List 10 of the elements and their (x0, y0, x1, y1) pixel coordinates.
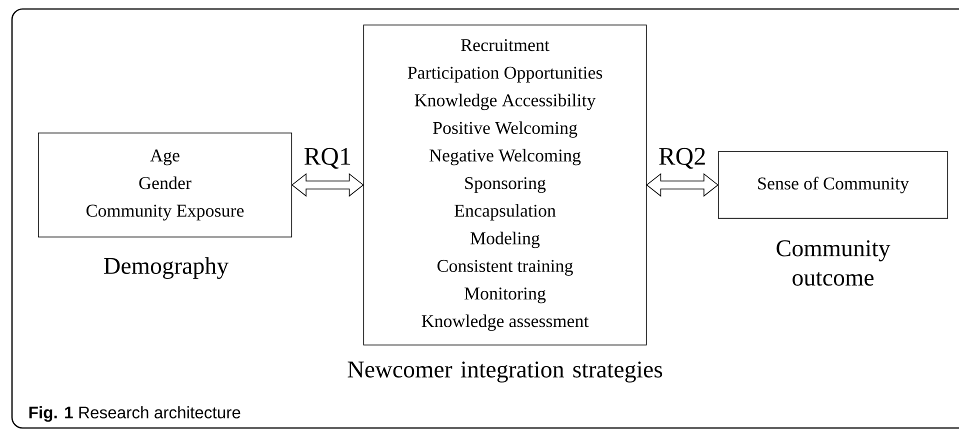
figure-caption: Fig. 1 Research architecture (29, 406, 240, 422)
text-box: Recruitment Participation Opportunities Knowledge Accessibility Positive Welcoming Negative Welcoming Sponsoring Encapsulation Modeling Consistent training Monitoring Knowledge assessment (363, 24, 647, 346)
text-box: Sense of Community (718, 151, 948, 219)
box-heading: Newcomer integration strategies (348, 361, 662, 383)
box-heading: Demography (104, 257, 229, 279)
edge-label: RQ1 (304, 148, 350, 169)
double-arrow (646, 173, 719, 197)
text-box: Age Gender Community Exposure (38, 132, 292, 238)
edge-label: RQ2 (659, 148, 705, 169)
box-heading: Community outcome (776, 240, 890, 286)
